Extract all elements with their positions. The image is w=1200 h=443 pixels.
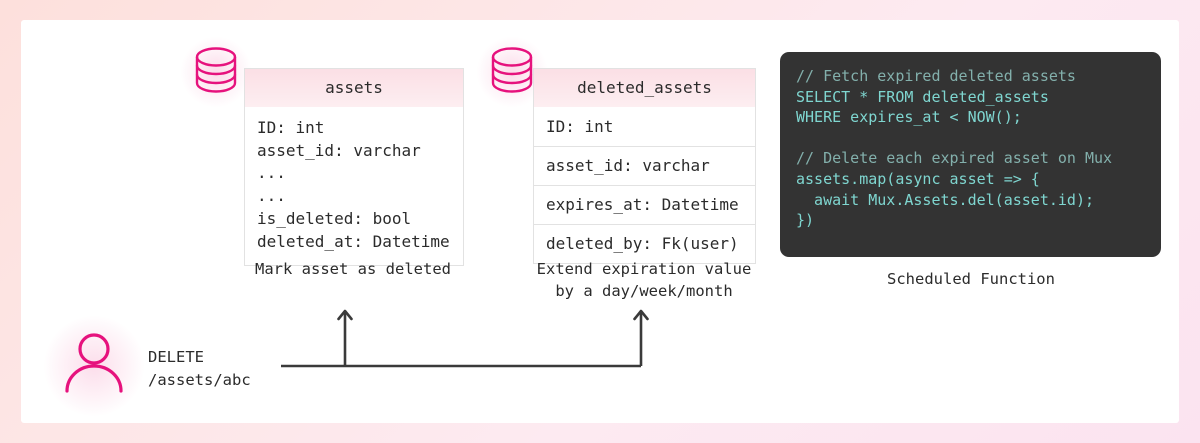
entity-field: expires_at: Datetime xyxy=(534,185,755,224)
entity-field: ID: int xyxy=(257,118,325,137)
code-panel-caption: Scheduled Function xyxy=(887,270,1055,288)
code-line: WHERE expires_at < NOW(); xyxy=(796,108,1022,127)
code-panel: // Fetch expired deleted assets SELECT *… xyxy=(780,52,1161,257)
code-line: // Fetch expired deleted assets xyxy=(796,67,1076,85)
code-line: }) xyxy=(796,211,815,230)
entity-table-fields: ID: int asset_id: varchar ... ... is_del… xyxy=(245,107,463,265)
entity-field: ... xyxy=(257,186,286,206)
request-label: DELETE /assets/abc xyxy=(148,348,251,389)
code-line: await Mux.Assets.del(asset.id); xyxy=(796,190,1095,209)
entity-field: deleted_at: Datetime xyxy=(257,231,450,251)
entity-field: ID: int xyxy=(546,117,614,136)
code-line: assets.map(async asset => { xyxy=(796,169,1040,188)
entity-table-assets: assets ID: int asset_id: varchar ... ...… xyxy=(244,68,464,267)
entity-table-deleted-assets: deleted_assets ID: int asset_id: varchar… xyxy=(533,68,756,264)
entity-field: asset_id: varchar xyxy=(534,146,755,185)
entity-field: asset_id: varchar xyxy=(257,140,421,160)
flow-connector xyxy=(275,300,675,394)
code-line: SELECT * FROM deleted_assets xyxy=(796,87,1049,106)
entity-field: ... xyxy=(257,163,286,183)
entity-field: is_deleted: bool xyxy=(257,208,412,228)
entity-table-title: assets xyxy=(245,69,463,107)
code-line xyxy=(796,128,1145,149)
database-icon xyxy=(476,36,548,108)
entity-field: deleted_by: Fk(user) xyxy=(534,224,755,263)
entity-table-caption: Extend expiration value by a day/week/mo… xyxy=(536,260,752,300)
database-icon xyxy=(180,36,252,108)
entity-table-caption: Mark asset as deleted xyxy=(255,260,451,278)
user-icon xyxy=(44,316,144,416)
code-line: // Delete each expired asset on Mux xyxy=(796,149,1113,168)
entity-table-title: deleted_assets xyxy=(534,69,755,107)
